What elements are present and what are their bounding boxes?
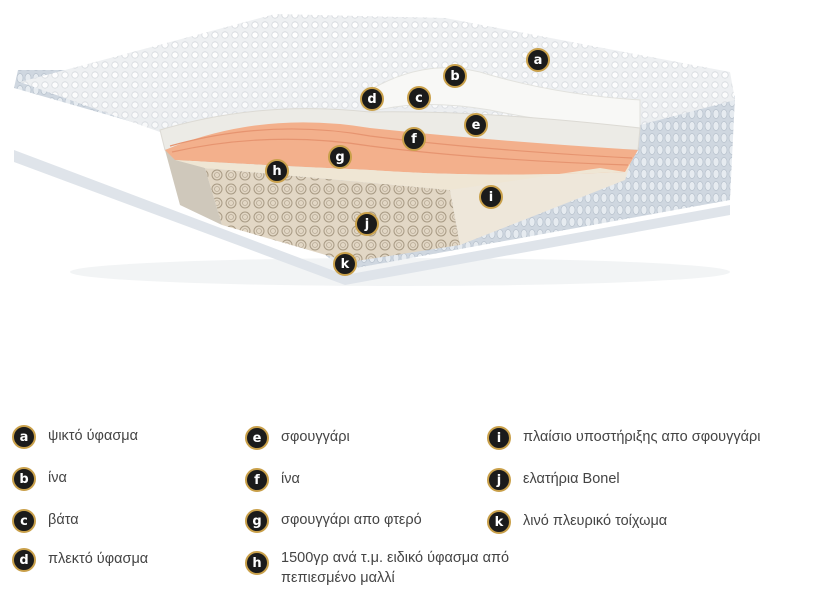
- support-frame-right: [450, 135, 640, 245]
- legend-label-g: σφουγγάρι απο φτερό: [281, 512, 422, 528]
- legend-item-g: g σφουγγάρι απο φτερό: [245, 509, 422, 533]
- legend-label-f: ίνα: [281, 471, 300, 487]
- marker-a: a: [526, 48, 550, 72]
- legend-badge-a: a: [12, 425, 36, 449]
- marker-g: g: [328, 145, 352, 169]
- legend-badge-j: j: [487, 468, 511, 492]
- marker-d: d: [360, 87, 384, 111]
- foam-line-2: [171, 138, 629, 166]
- marker-e: e: [464, 113, 488, 137]
- legend-item-b: b ίνα: [12, 467, 67, 491]
- marker-c: c: [407, 86, 431, 110]
- legend-label-h: 1500γρ ανά τ.μ. ειδικό ύφασμα από πεπιεσ…: [281, 550, 510, 586]
- marker-k: k: [333, 252, 357, 276]
- marker-j: j: [355, 212, 379, 236]
- spring-cavity: [205, 168, 460, 262]
- legend-item-i: i πλαίσιο υποστήριξης απο σφουγγάρι: [487, 426, 760, 450]
- legend-item-k: k λινό πλευρικό τοίχωμα: [487, 510, 667, 534]
- legend-label-b: ίνα: [48, 470, 67, 486]
- legend-label-c: βάτα: [48, 512, 79, 528]
- legend-item-f: f ίνα: [245, 468, 300, 492]
- legend-badge-k: k: [487, 510, 511, 534]
- legend-label-k: λινό πλευρικό τοίχωμα: [523, 513, 668, 529]
- legend-item-j: j ελατήρια Bonel: [487, 468, 620, 492]
- marker-f: f: [402, 127, 426, 151]
- foam-line-1: [169, 128, 633, 159]
- mattress-cross-section-illustration: [14, 14, 735, 286]
- legend-item-h: h 1500γρ ανά τ.μ. ειδικό ύφασμα από πεπι…: [245, 550, 521, 588]
- legend-label-j: ελατήρια Bonel: [523, 471, 620, 487]
- legend-item-d: d πλεκτό ύφασμα: [12, 548, 148, 572]
- legend-label-i: πλαίσιο υποστήριξης απο σφουγγάρι: [523, 429, 761, 445]
- legend-badge-h: h: [245, 551, 269, 575]
- legend-label-e: σφουγγάρι: [281, 429, 350, 445]
- marker-i: i: [479, 185, 503, 209]
- legend-label-a: ψικτό ύφασμα: [48, 428, 139, 444]
- legend-badge-d: d: [12, 548, 36, 572]
- legend-badge-e: e: [245, 426, 269, 450]
- legend-label-d: πλεκτό ύφασμα: [48, 551, 149, 567]
- marker-b: b: [443, 64, 467, 88]
- legend-badge-b: b: [12, 467, 36, 491]
- legend-item-a: a ψικτό ύφασμα: [12, 425, 138, 449]
- legend-item-c: c βάτα: [12, 509, 79, 533]
- legend-item-e: e σφουγγάρι: [245, 426, 350, 450]
- legend-badge-c: c: [12, 509, 36, 533]
- legend-badge-f: f: [245, 468, 269, 492]
- support-frame-left: [165, 150, 222, 225]
- legend-badge-i: i: [487, 426, 511, 450]
- legend-badge-g: g: [245, 509, 269, 533]
- marker-h: h: [265, 159, 289, 183]
